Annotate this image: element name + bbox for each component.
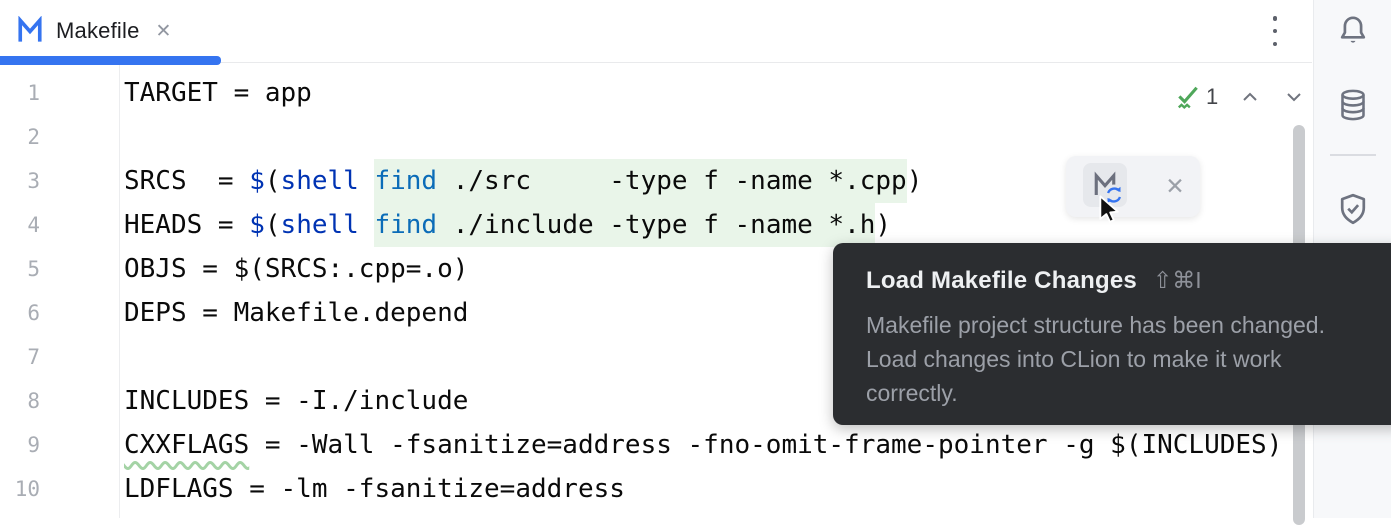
code-token[interactable]: LDFLAGS = -lm -fsanitize=address xyxy=(124,474,625,504)
refresh-arrows-icon xyxy=(1103,184,1125,206)
mouse-cursor-arrow xyxy=(1099,195,1119,223)
shield-check-icon[interactable] xyxy=(1334,190,1372,228)
load-changes-floating-toolbar: ✕ xyxy=(1066,156,1200,217)
code-token[interactable]: $ xyxy=(249,166,265,196)
code-token[interactable]: DEPS = Makefile.depend xyxy=(124,298,469,328)
code-token[interactable]: TARGET = app xyxy=(124,78,312,108)
code-line[interactable]: INCLUDES = -I./include xyxy=(124,379,1282,423)
code-token[interactable]: SRCS = xyxy=(124,166,250,196)
line-number: 7 xyxy=(27,345,40,369)
tooltip-description: Makefile project structure has been chan… xyxy=(866,312,1325,406)
database-icon[interactable] xyxy=(1334,86,1372,124)
code-line[interactable]: TARGET = app xyxy=(124,71,1282,115)
code-token[interactable]: shell xyxy=(280,210,375,240)
line-number: 1 xyxy=(27,81,40,105)
line-number-gutter: 1 2 3 4 5 6 7 8 9 10 xyxy=(0,71,40,511)
code-token[interactable]: find xyxy=(374,159,438,203)
code-line[interactable]: CXXFLAGS = -Wall -fsanitize=address -fno… xyxy=(124,423,1282,467)
code-token[interactable]: ) xyxy=(875,210,892,240)
makefile-reload-icon xyxy=(1094,171,1116,195)
makefile-file-icon xyxy=(18,16,42,42)
line-number: 2 xyxy=(27,125,40,149)
inspections-widget[interactable]: 1 xyxy=(1174,82,1306,112)
line-number: 9 xyxy=(27,433,40,457)
tab-bar-divider xyxy=(0,62,1312,63)
code-token[interactable]: ( xyxy=(264,166,281,196)
code-token[interactable]: ./src -type f -name *.cpp xyxy=(437,159,907,203)
code-line[interactable]: SRCS = $(shell find ./src -type f -name … xyxy=(124,159,1282,203)
code-line[interactable]: LDFLAGS = -lm -fsanitize=address xyxy=(124,467,1282,511)
dismiss-widget-close-icon[interactable]: ✕ xyxy=(1165,173,1185,199)
code-token[interactable]: = -Wall -fsanitize=address -fno-omit-fra… xyxy=(249,430,1283,460)
line-number: 8 xyxy=(27,389,40,413)
gutter-separator xyxy=(119,63,120,518)
code-token[interactable]: CXXFLAGS xyxy=(124,430,250,460)
editor-options-kebab-icon[interactable] xyxy=(1266,16,1284,46)
code-line[interactable]: DEPS = Makefile.depend xyxy=(124,291,1282,335)
tab-title: Makefile xyxy=(56,18,140,43)
load-makefile-changes-tooltip: Load Makefile Changes ⇧⌘I Makefile proje… xyxy=(833,243,1391,425)
code-token[interactable]: OBJS = $(SRCS:.cpp=.o) xyxy=(124,254,469,284)
code-token[interactable]: shell xyxy=(280,166,375,196)
notifications-bell-icon[interactable] xyxy=(1334,12,1372,50)
code-line[interactable]: HEADS = $(shell find ./include -type f -… xyxy=(124,203,1282,247)
code-token[interactable]: find xyxy=(374,203,438,247)
inspections-ok-check-icon xyxy=(1177,86,1198,109)
previous-problem-chevron-up-icon[interactable] xyxy=(1238,85,1262,109)
code-token[interactable]: INCLUDES = -I./include xyxy=(124,386,469,416)
stripe-divider xyxy=(1330,154,1376,156)
code-token[interactable]: ./include -type f -name *.h xyxy=(437,203,876,247)
line-number: 5 xyxy=(27,257,40,281)
code-token[interactable]: ) xyxy=(906,166,923,196)
tab-makefile[interactable]: Makefile ✕ xyxy=(0,0,171,62)
tooltip-title: Load Makefile Changes xyxy=(866,267,1137,294)
line-number: 4 xyxy=(27,213,40,237)
code-token[interactable]: HEADS = xyxy=(124,210,250,240)
line-number: 6 xyxy=(27,301,40,325)
line-number: 10 xyxy=(14,477,40,501)
inspection-count: 1 xyxy=(1206,84,1219,109)
code-line[interactable] xyxy=(124,115,1282,159)
line-number: 3 xyxy=(27,169,40,193)
tooltip-shortcut: ⇧⌘I xyxy=(1152,267,1202,293)
code-line[interactable]: OBJS = $(SRCS:.cpp=.o) xyxy=(124,247,1282,291)
tab-close-icon[interactable]: ✕ xyxy=(155,20,172,42)
next-problem-chevron-down-icon[interactable] xyxy=(1282,85,1306,109)
editor-tab-bar: Makefile ✕ xyxy=(0,0,1312,62)
code-token[interactable]: $ xyxy=(249,210,265,240)
active-tab-indicator xyxy=(0,56,221,65)
code-token[interactable]: ( xyxy=(264,210,281,240)
